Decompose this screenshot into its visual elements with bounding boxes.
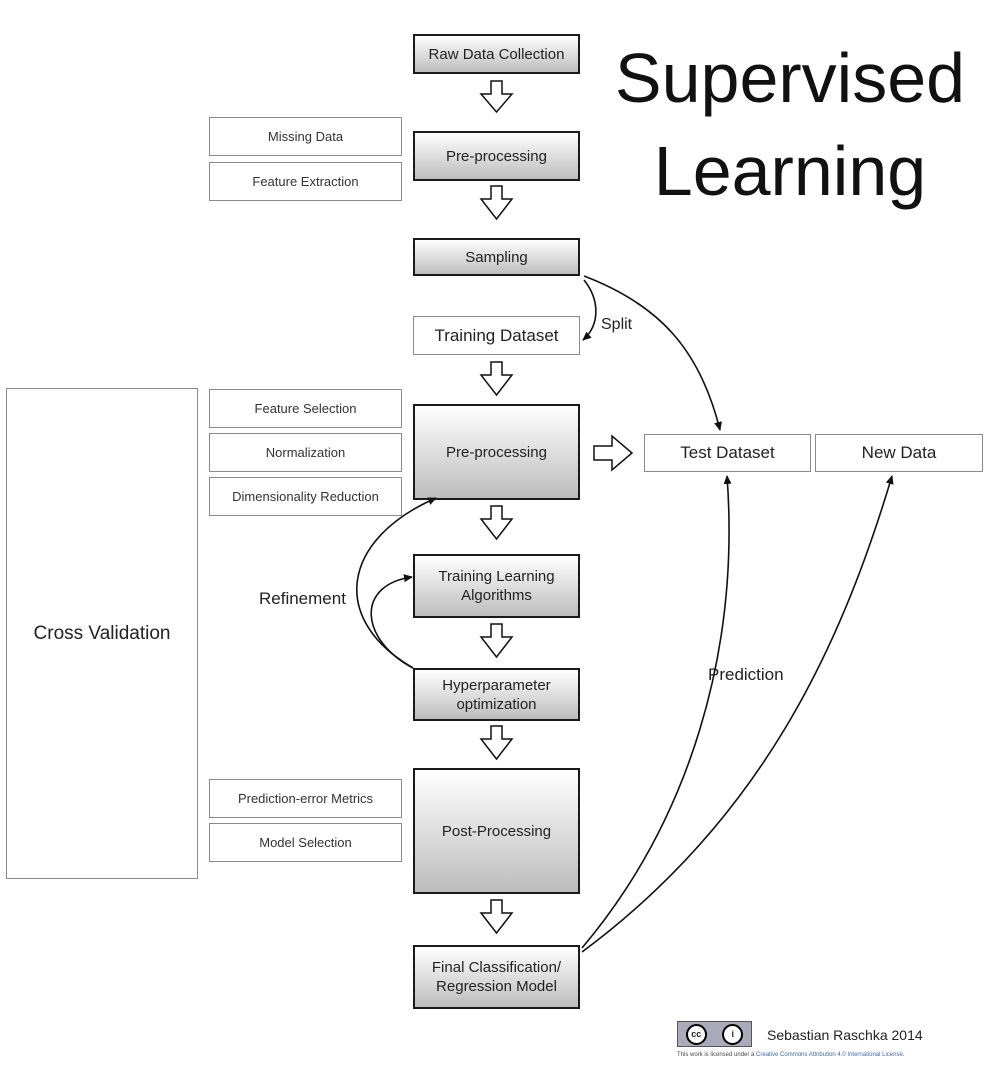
license-link[interactable]: Creative Commons Attribution 4.0 Interna… — [756, 1052, 903, 1058]
cross-validation-label: Cross Validation — [33, 622, 171, 644]
cc-icon: cc — [685, 1023, 707, 1045]
final-to-test-arrow — [581, 475, 732, 949]
training-algorithms-box: Training Learning Algorithms — [413, 554, 580, 618]
test-dataset-label: Test Dataset — [680, 443, 775, 462]
down-arrow-4 — [479, 505, 514, 541]
dimensionality-reduction-label: Dimensionality Reduction — [232, 489, 379, 504]
training-dataset-label: Training Dataset — [434, 325, 559, 345]
new-data-label: New Data — [861, 443, 937, 462]
down-arrow-3 — [479, 361, 514, 397]
test-dataset-box: Test Dataset — [644, 434, 811, 472]
post-processing-label: Post-Processing — [441, 822, 552, 840]
preprocessing-label-1: Pre-processing — [446, 147, 547, 165]
license-prefix: This work is licensed under a — [677, 1052, 757, 1058]
title-line-2: Learning — [653, 132, 927, 210]
raw-data-collection-box: Raw Data Collection — [413, 34, 580, 74]
preprocessing-box-1: Pre-processing — [413, 131, 580, 181]
preprocessing-box-2: Pre-processing — [413, 404, 580, 500]
prediction-label: Prediction — [708, 665, 784, 684]
sampling-box: Sampling — [413, 238, 580, 276]
feature-selection-label: Feature Selection — [254, 401, 357, 416]
hyperparameter-label: Hyperparameter optimization — [442, 676, 551, 713]
split-arrow — [582, 279, 597, 341]
feature-selection-box: Feature Selection — [209, 389, 402, 428]
raw-data-collection-label: Raw Data Collection — [428, 45, 565, 63]
down-arrow-6 — [479, 725, 514, 761]
refinement-outer-arrow — [356, 497, 437, 669]
down-arrow-2 — [479, 185, 514, 221]
post-processing-box: Post-Processing — [413, 768, 580, 894]
split-label: Split — [601, 316, 633, 333]
refinement-label: Refinement — [259, 589, 346, 608]
license-notice: This work is licensed under a Creative C… — [677, 1052, 904, 1058]
author-credit: Sebastian Raschka 2014 — [767, 1027, 923, 1043]
prediction-error-metrics-box: Prediction-error Metrics — [209, 779, 402, 818]
title-line-1: Supervised — [614, 39, 966, 117]
sampling-to-test-arrow — [583, 275, 722, 431]
hyperparameter-box: Hyperparameter optimization — [413, 668, 580, 721]
normalization-label: Normalization — [265, 445, 346, 460]
normalization-box: Normalization — [209, 433, 402, 472]
sampling-label: Sampling — [465, 248, 528, 266]
preprocessing-label-2: Pre-processing — [446, 443, 547, 461]
dimensionality-reduction-box: Dimensionality Reduction — [209, 477, 402, 516]
feature-extraction-label: Feature Extraction — [252, 174, 359, 189]
training-algorithms-label: Training Learning Algorithms — [438, 568, 555, 604]
right-arrow — [593, 434, 634, 472]
cross-validation-box: Cross Validation — [6, 388, 198, 879]
prediction-error-metrics-label: Prediction-error Metrics — [237, 791, 374, 806]
feature-extraction-box: Feature Extraction — [209, 162, 402, 201]
attribution-icon: i — [722, 1023, 744, 1045]
model-selection-box: Model Selection — [209, 823, 402, 862]
down-arrow-1 — [479, 80, 514, 114]
missing-data-label: Missing Data — [267, 129, 344, 144]
license-suffix: . — [902, 1052, 905, 1058]
down-arrow-7 — [479, 899, 514, 935]
cc-license-badge[interactable]: cc i — [677, 1021, 752, 1047]
final-to-new-data-arrow — [581, 475, 894, 953]
final-model-label: Final Classification/ Regression Model — [431, 959, 562, 995]
final-model-box: Final Classification/ Regression Model — [413, 945, 580, 1009]
refinement-inner-arrow — [370, 574, 414, 669]
model-selection-label: Model Selection — [259, 835, 352, 850]
training-dataset-box: Training Dataset — [413, 316, 580, 355]
new-data-box: New Data — [815, 434, 983, 472]
down-arrow-5 — [479, 623, 514, 659]
missing-data-box: Missing Data — [209, 117, 402, 156]
